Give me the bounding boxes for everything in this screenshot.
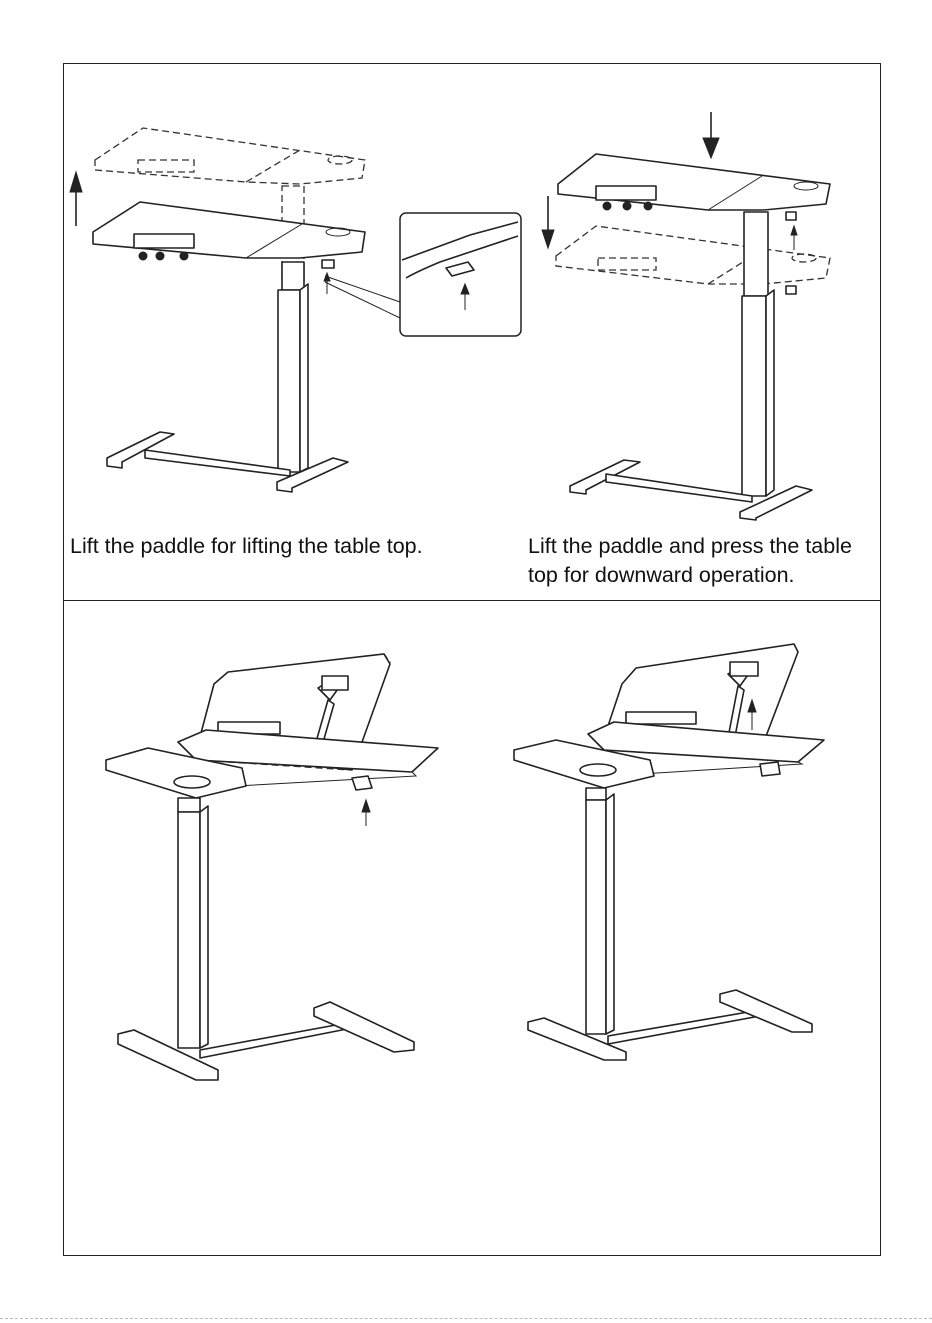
illustration-tilt-lift bbox=[106, 654, 438, 1080]
caption-lift-down: Lift the paddle and press the table top … bbox=[528, 532, 852, 590]
caption-lift-down-line1: Lift the paddle and press the table bbox=[528, 532, 852, 561]
page-bottom-rule bbox=[0, 1318, 932, 1319]
illustration-tilt-lower bbox=[514, 644, 824, 1060]
illustration-lift-down bbox=[542, 112, 830, 520]
illustration-lift-up bbox=[70, 128, 521, 492]
caption-lift-up: Lift the paddle for lifting the table to… bbox=[70, 532, 423, 561]
caption-lift-down-line2: top for downward operation. bbox=[528, 561, 852, 590]
